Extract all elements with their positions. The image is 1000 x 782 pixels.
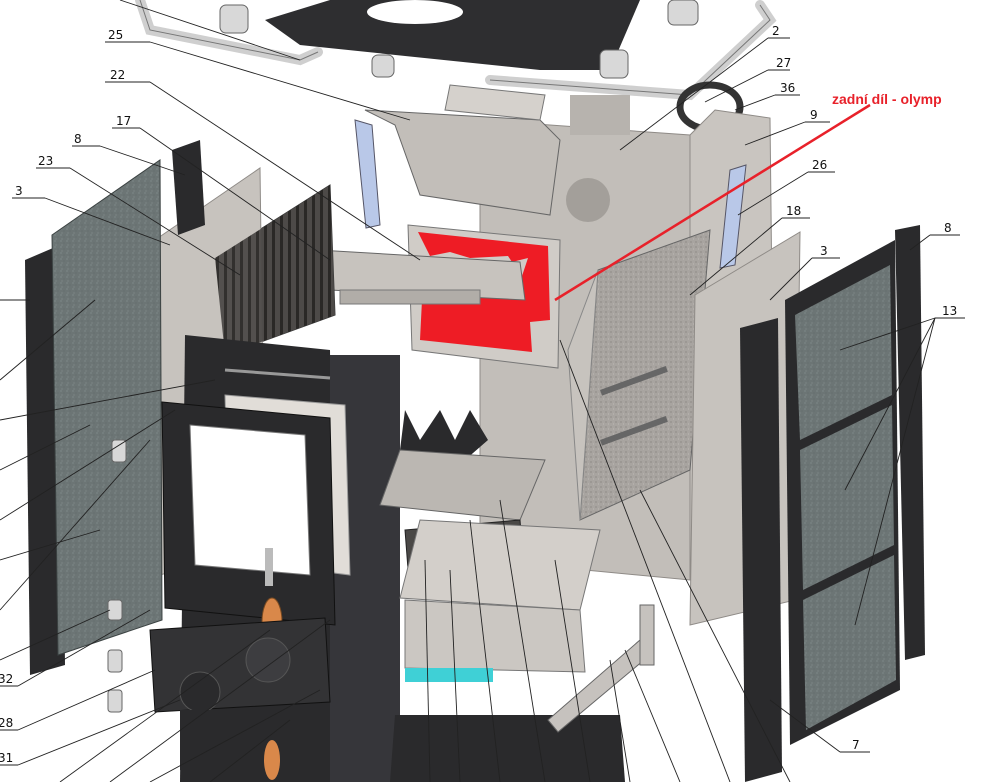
- left-granite-panel: [51, 159, 163, 656]
- foot-bracket-2: [107, 689, 123, 713]
- label-17: 17: [116, 114, 131, 128]
- label-8-left: 8: [74, 132, 82, 146]
- fuel-grate-fingers: [400, 410, 488, 460]
- top-clamp-center: [371, 54, 395, 78]
- top-plate: [265, 0, 640, 70]
- baffle-plate: [364, 109, 561, 216]
- ash-pan-floor: [399, 519, 601, 611]
- bottom-plate: [404, 599, 586, 673]
- grate-tray: [379, 449, 546, 521]
- label-7: 7: [852, 738, 860, 752]
- fire-door-glass: [189, 424, 311, 576]
- back-flue-stub: [570, 95, 630, 135]
- bottom-plate-cyan-strip: [405, 668, 493, 682]
- right-blue-bracket: [719, 164, 747, 269]
- label-3-right: 3: [820, 244, 828, 258]
- top-clamp-right: [599, 49, 629, 79]
- label-36: 36: [780, 81, 795, 95]
- air-regulator-knob: [179, 671, 221, 713]
- label-18: 18: [786, 204, 801, 218]
- right-granite-tile-middle: [800, 405, 894, 590]
- leader-lines: [0, 0, 965, 782]
- label-13: 13: [942, 304, 957, 318]
- top-plate-flue-hole: [367, 0, 463, 24]
- label-27: 27: [776, 56, 791, 70]
- right-granite-tile-top: [795, 265, 892, 440]
- label-9: 9: [810, 108, 818, 122]
- label-25: 25: [108, 28, 123, 42]
- foot-bracket: [107, 649, 123, 673]
- base-plinth: [390, 715, 625, 782]
- label-31: 31: [0, 751, 13, 765]
- top-clamp-left: [219, 4, 249, 34]
- highlight-label-zadni-dil: zadní díl - olymp: [832, 91, 942, 107]
- label-22: 22: [110, 68, 125, 82]
- right-black-column: [740, 318, 782, 782]
- label-8-right: 8: [944, 221, 952, 235]
- top-clamp-far-right: [667, 0, 699, 26]
- label-26: 26: [812, 158, 827, 172]
- label-3-left: 3: [15, 184, 23, 198]
- left-blue-bracket: [354, 119, 381, 229]
- right-edge-column: [895, 225, 925, 660]
- ash-door: [149, 617, 331, 713]
- label-2: 2: [772, 24, 780, 38]
- label-32: 32: [0, 672, 13, 686]
- label-23: 23: [38, 154, 53, 168]
- right-granite-tile-bottom: [803, 555, 896, 730]
- label-28: 28: [0, 716, 13, 730]
